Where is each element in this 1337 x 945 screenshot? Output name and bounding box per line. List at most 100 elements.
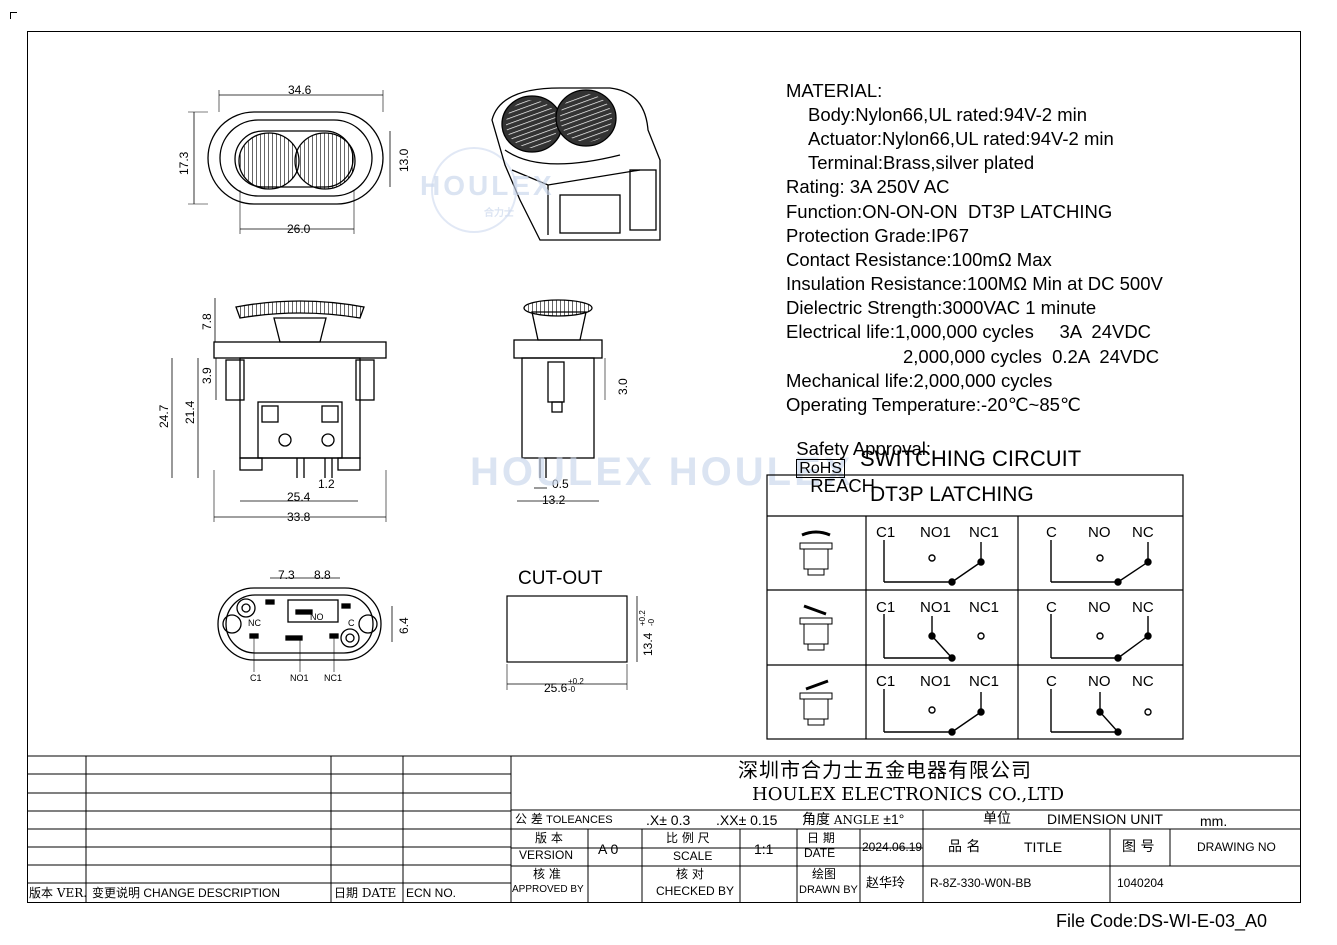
tol-label-cn: 公 差 — [515, 812, 543, 826]
cutout-width-tol2: -0 — [568, 685, 576, 694]
r2-c1: C1 — [876, 599, 895, 616]
front-view — [171, 298, 387, 522]
spec-safety: Safety Approval: RoHS REACH — [786, 421, 931, 496]
inner-label-nc: NC — [248, 618, 261, 628]
r1-no: NO — [1088, 524, 1111, 541]
tol-label-en: TOLEANCES — [546, 814, 613, 826]
company-cn: 深圳市合力士五金电器有限公司 — [738, 758, 1032, 782]
dim-inner-width: 26.0 — [287, 222, 311, 236]
tol-xx: .XX± 0.15 — [716, 812, 778, 828]
rev-desc-en: CHANGE DESCRIPTION — [143, 886, 281, 900]
angle-val: ±1° — [883, 811, 905, 827]
approved-cn: 核 准 — [533, 867, 561, 881]
pin-label-nc1: NC1 — [324, 673, 342, 683]
version-val: A 0 — [598, 841, 619, 857]
material-actuator: Actuator:Nylon66,UL rated:94V-2 min — [808, 128, 1114, 149]
rev-desc: 变更说明 CHANGE DESCRIPTION — [92, 887, 280, 899]
bottom-view — [217, 577, 393, 672]
r2-nc1: NC1 — [969, 599, 999, 616]
inner-label-no: NO — [310, 612, 324, 622]
title-en: TITLE — [1024, 839, 1063, 855]
material-heading: MATERIAL: — [786, 80, 883, 101]
rev-desc-cn: 变更说明 — [92, 886, 141, 900]
dim-side-c: 13.2 — [542, 493, 566, 507]
rev-ecn: ECN NO. — [406, 886, 457, 900]
drawn-en: DRAWN BY — [799, 884, 858, 896]
checked-en: CHECKED BY — [656, 884, 735, 898]
dim-front-f: 33.8 — [287, 510, 311, 524]
r1-c: C — [1046, 524, 1057, 541]
cutout-height-tol2: -0 — [647, 618, 656, 626]
r2-no: NO — [1088, 599, 1111, 616]
cutout-width-tol: +0.2 — [568, 677, 584, 686]
dim-front-c: 24.7 — [157, 404, 171, 428]
r3-nc: NC — [1132, 673, 1154, 690]
dim-front-top: 7.8 — [200, 313, 214, 330]
angle-en: ANGLE — [833, 813, 880, 827]
company-en: HOULEX ELECTRONICS CO.,LTD — [752, 784, 1065, 805]
dim-side-b: 0.5 — [552, 477, 569, 491]
drawing-val: 1040204 — [1117, 876, 1164, 890]
r3-no1: NO1 — [920, 673, 951, 690]
dim-bottom-c: 6.4 — [397, 617, 411, 634]
title-val: R-8Z-330-W0N-BB — [930, 876, 1032, 890]
cutout-title: CUT-OUT — [518, 568, 603, 589]
cutout-height: 13.4 — [641, 632, 655, 656]
reach-mark: REACH — [810, 475, 876, 496]
spec-mech-life: Mechanical life:2,000,000 cycles — [786, 370, 1053, 391]
dim-top-width: 34.6 — [288, 83, 312, 97]
r2-c: C — [1046, 599, 1057, 616]
date-val: 2024.06.19 — [862, 840, 923, 854]
spec-function: Function:ON-ON-ON DT3P LATCHING — [786, 201, 1113, 222]
r2-no1: NO1 — [920, 599, 951, 616]
material-terminal: Terminal:Brass,silver plated — [808, 152, 1035, 173]
title-cn: 品 名 — [948, 839, 981, 855]
scale-cn: 比 例 尺 — [666, 831, 710, 845]
angle: 角度 ANGLE ±1° — [802, 812, 904, 827]
pin-label-no1: NO1 — [290, 673, 309, 683]
date-en: DATE — [804, 846, 836, 860]
scale-en: SCALE — [673, 849, 713, 863]
spec-rating: Rating: 3A 250V AC — [786, 176, 950, 197]
corner-mark — [10, 12, 17, 19]
drawn-cn: 绘图 — [812, 867, 837, 881]
dim-front-d: 1.2 — [318, 477, 335, 491]
version-cn: 版 本 — [535, 831, 563, 845]
unit-en: DIMENSION UNIT — [1047, 811, 1163, 827]
row-icons — [799, 530, 833, 726]
r3-c: C — [1046, 673, 1057, 690]
approved-en: APPROVED BY — [512, 884, 584, 895]
top-view — [188, 90, 391, 234]
dim-inner-height: 13.0 — [397, 148, 411, 172]
file-code: File Code:DS-WI-E-03_A0 — [1056, 911, 1268, 931]
r3-c1: C1 — [876, 673, 895, 690]
date-cn: 日 期 — [807, 831, 835, 845]
dim-side-a: 3.0 — [616, 378, 630, 395]
circuit-table: DT3P LATCHING C1 NO1 NC1 C NO NC C1 NO1 … — [766, 474, 1184, 740]
checked-cn: 核 对 — [676, 867, 704, 881]
watermark-brand: HOULEX — [420, 170, 555, 201]
tol-x: .X± 0.3 — [646, 812, 691, 828]
dim-front-b: 21.4 — [183, 400, 197, 424]
cutout-view — [506, 595, 638, 690]
rohs-mark: RoHS — [796, 459, 845, 478]
r3-no: NO — [1088, 673, 1111, 690]
drawn-val: 赵华玲 — [866, 876, 906, 891]
circuit-title: SWITCHING CIRCUIT — [860, 446, 1082, 471]
safety-label: Safety Approval: — [796, 437, 932, 459]
side-view — [513, 299, 606, 502]
watermark-band: HOULEX HOULEX — [470, 450, 854, 494]
r3-nc1: NC1 — [969, 673, 999, 690]
spec-protection: Protection Grade:IP67 — [786, 225, 970, 246]
inner-label-c: C — [348, 618, 355, 628]
drawing-en: DRAWING NO — [1197, 840, 1276, 854]
unit-val: mm. — [1200, 813, 1228, 829]
r1-nc1: NC1 — [969, 524, 999, 541]
watermark-sub: 合力士 — [484, 208, 514, 219]
dim-top-height: 17.3 — [177, 151, 191, 175]
technical-drawings: 34.6 17.3 13.0 26.0 — [157, 83, 661, 695]
spec-elec-life-2: 2,000,000 cycles 0.2A 24VDC — [903, 346, 1160, 367]
material-body: Body:Nylon66,UL rated:94V-2 min — [808, 104, 1088, 125]
r1-nc: NC — [1132, 524, 1154, 541]
